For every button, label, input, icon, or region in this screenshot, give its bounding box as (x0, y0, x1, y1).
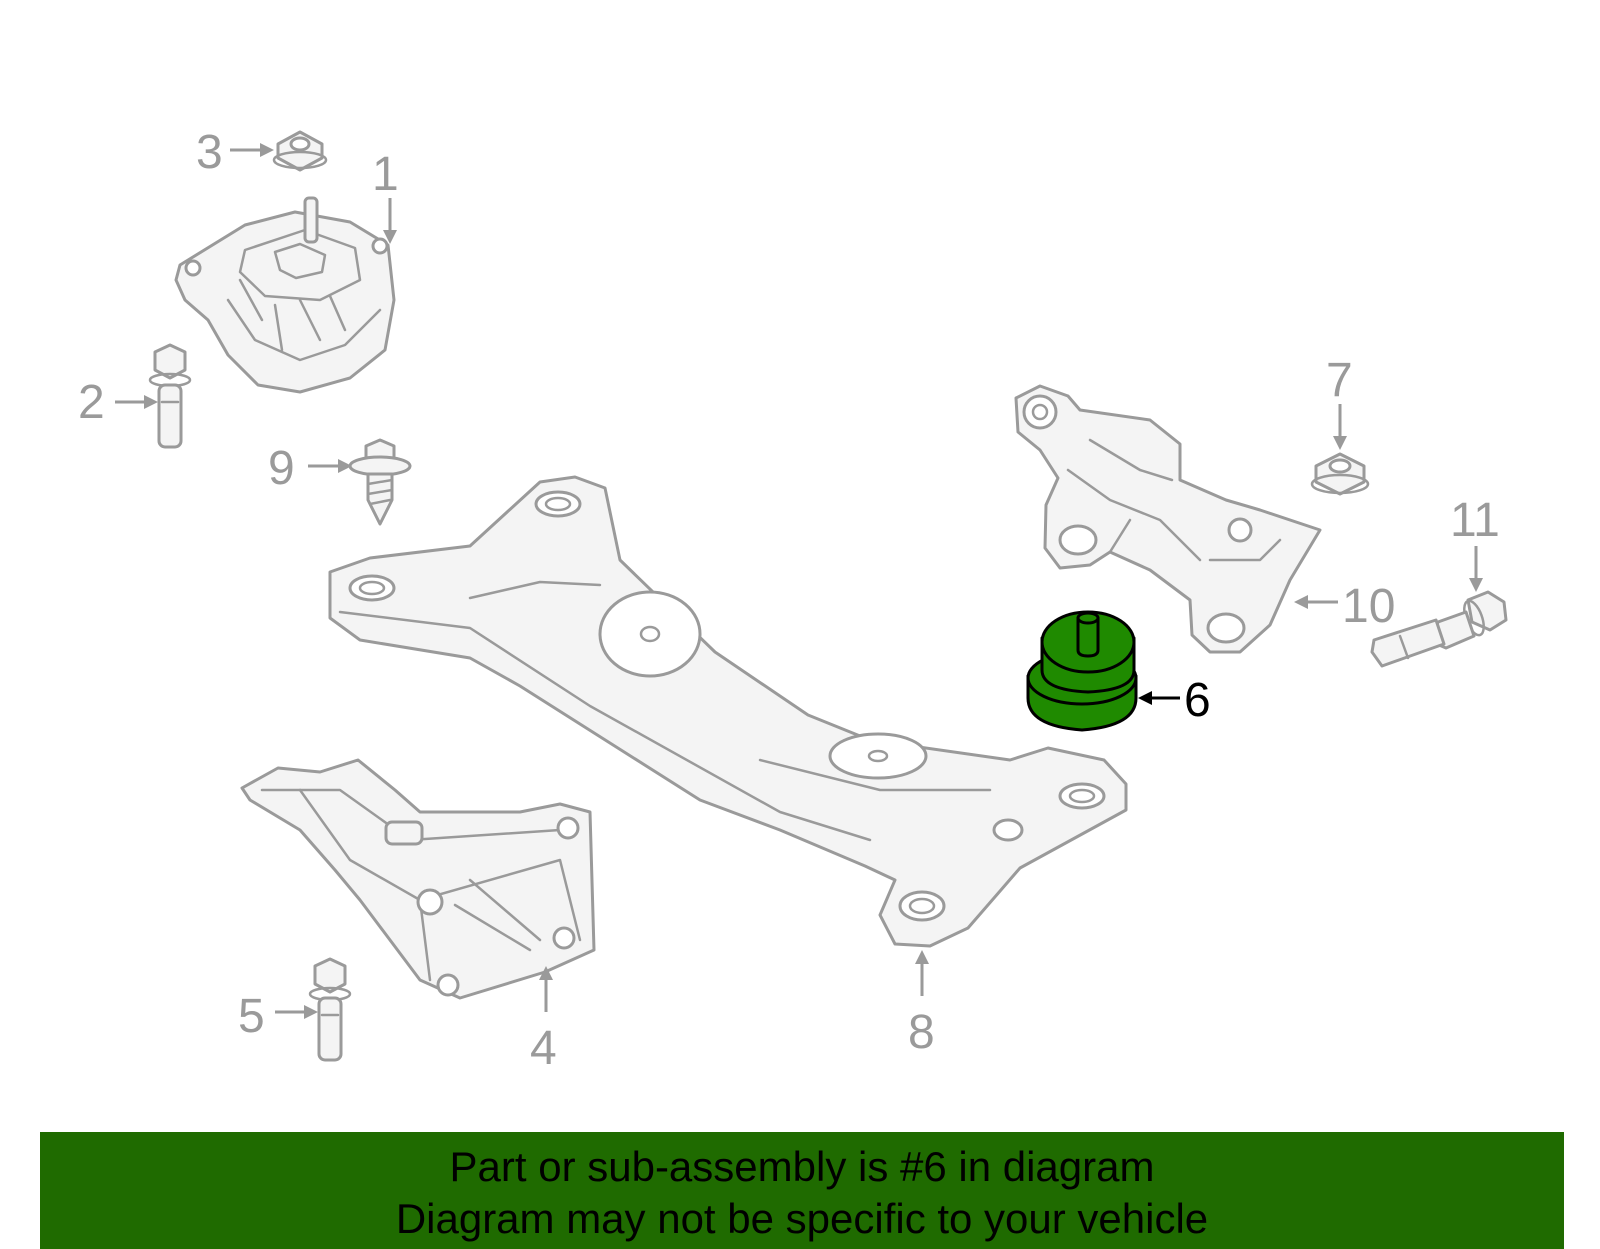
part-10-support-bracket (1014, 384, 1322, 654)
callout-4: 4 (530, 1022, 557, 1075)
callout-arrows (115, 143, 1483, 1019)
callout-2: 2 (78, 376, 105, 429)
banner-line-part-info: Part or sub-assembly is #6 in diagram (449, 1143, 1155, 1190)
callout-11: 11 (1450, 494, 1500, 547)
part-1-engine-mount (174, 196, 396, 394)
banner-line-disclaimer: Diagram may not be specific to your vehi… (395, 1195, 1209, 1242)
part-9-screw (348, 438, 412, 526)
callout-8: 8 (908, 1006, 935, 1059)
part-2-bolt (148, 343, 192, 449)
part-3-nut (272, 130, 328, 172)
callout-7: 7 (1326, 354, 1353, 407)
part-6-mount-highlighted (1026, 610, 1138, 732)
callout-10: 10 (1342, 580, 1395, 633)
info-banner: Part or sub-assembly is #6 in diagram Di… (40, 1132, 1564, 1249)
part-11-bolt (1370, 590, 1508, 668)
part-5-bolt (308, 957, 352, 1062)
callout-3: 3 (196, 126, 223, 179)
callout-9: 9 (268, 442, 295, 495)
part-8-crossmember (328, 475, 1128, 948)
part-7-nut (1310, 452, 1370, 496)
part-4-bracket (240, 758, 596, 1000)
callout-5: 5 (238, 990, 265, 1043)
callout-6-highlighted: 6 (1184, 674, 1211, 727)
callout-1: 1 (372, 148, 399, 201)
